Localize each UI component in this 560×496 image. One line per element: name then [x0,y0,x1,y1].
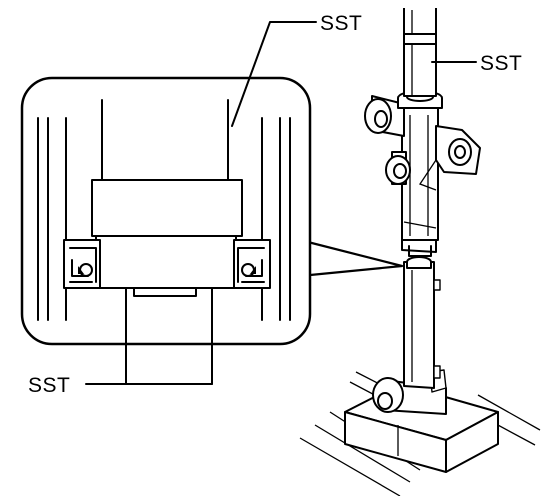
rack-housing [364,90,481,415]
sst-label-bottom: SST [28,374,70,397]
detail-callout-pointer [298,238,404,278]
sst-label-detail-top: SST [320,12,362,35]
sst-shaft-right[interactable] [403,8,437,97]
detail-source-point [408,245,432,257]
sst-label-right: SST [480,52,522,75]
detail-view-content [37,99,291,385]
leader-lines [85,21,477,385]
